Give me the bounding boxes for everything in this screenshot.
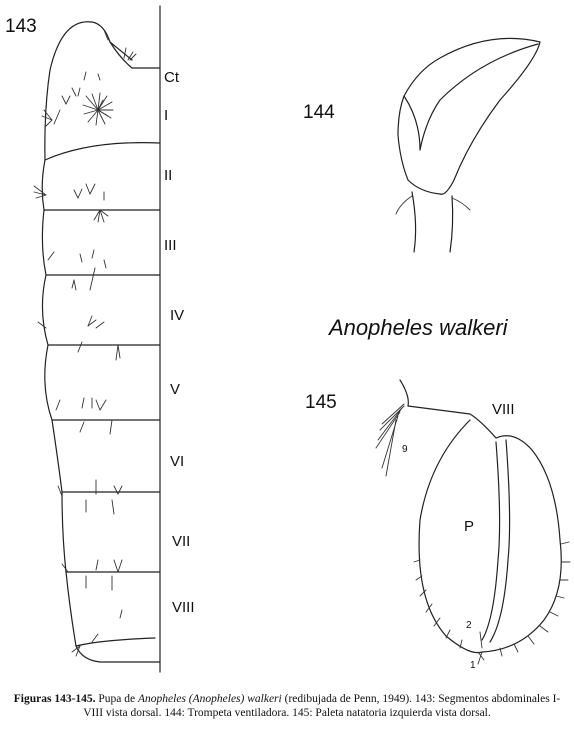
segment-I-boundary [44,142,161,161]
segment-label-iii: III [164,237,177,254]
paddle-midrib-b [489,439,511,643]
segment-label-ii: II [164,167,172,184]
figure-plate: 143 [5,5,571,673]
species-title: Anopheles walkeri [327,315,509,340]
paddle-base-outline [399,379,497,439]
segment-V-outline [44,344,161,421]
seta-9-tuft [375,403,405,477]
segment-II-outline [41,159,161,211]
paddle-outline [418,419,562,654]
paddle-fringe [413,541,571,657]
caption-bold: Figuras 143-145. [13,693,96,705]
caption-italic-species: Anopheles (Anopheles) walkeri [138,693,282,705]
segment-VIII-lower-outline [75,645,161,663]
figure-145: 145 VIII P 9 2 1 [305,379,571,671]
seta-1-tuft-segment-I [82,92,114,126]
segment-IV-outline [41,274,161,346]
segment-label-v: V [170,381,180,398]
segment-label-i: I [164,107,168,124]
trumpet-pinna [403,43,539,151]
segment-label-ct: Ct [164,69,180,86]
paddle-apical-setae [477,631,485,665]
segment-III-outline [41,209,161,276]
segment-label-vii: VII [172,533,190,550]
trumpet-outline [397,37,541,195]
caption-text-1: Pupa de [95,693,139,705]
segment-label-vi: VI [170,453,184,470]
segment-label-viii: VIII [172,599,195,616]
figure-144: 144 [303,37,541,253]
segment-VI-outline [51,419,161,493]
figure-143: 143 [5,5,195,673]
paddle-seta-1-label: 1 [470,660,476,671]
paddle-segment-label: VIII [492,401,515,418]
figure-145-label: 145 [305,392,337,413]
paddle-seta-9-label: 9 [402,444,408,455]
setae-tufts [33,29,137,657]
trumpet-stem-left [411,191,417,253]
figure-144-label: 144 [303,102,335,123]
paddle-midrib-a [481,441,501,641]
figure-caption: Figuras 143-145. Pupa de Anopheles (Anop… [10,692,564,720]
paddle-seta-2-label: 2 [466,620,472,631]
trumpet-base-lines [395,195,471,215]
caption-text-2: (redibujada de Penn, 1949). 143: Segment… [83,693,561,719]
segment-label-iv: IV [170,307,184,324]
paddle-p-label: P [464,518,474,535]
trumpet-stem-right [449,195,454,253]
segment-VII-outline [61,491,161,573]
cephalothorax-outline [44,21,161,161]
cephalothorax-edge [109,41,133,61]
segment-VIII-outline [65,571,156,647]
figure-143-label: 143 [5,16,37,37]
